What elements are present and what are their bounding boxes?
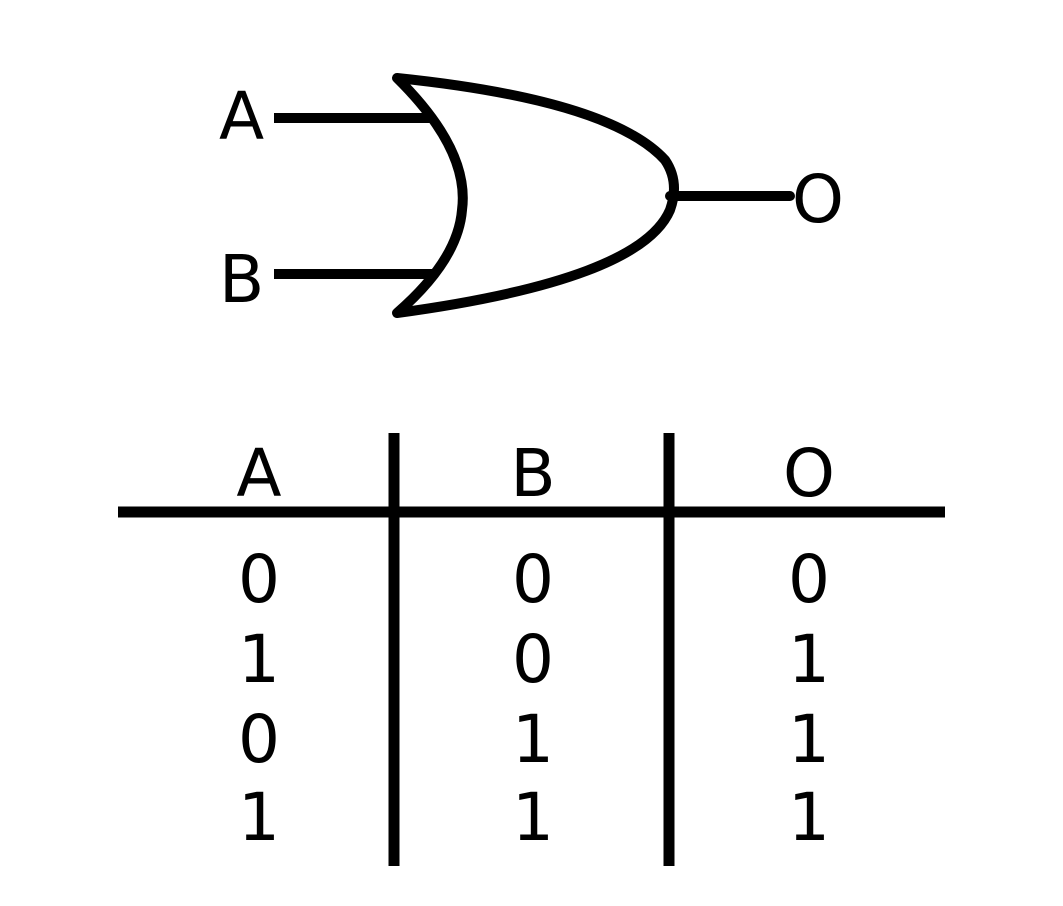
table-cell: 0 bbox=[512, 621, 554, 698]
table-cell: 1 bbox=[238, 621, 280, 698]
table-header-b: B bbox=[510, 435, 555, 512]
table-cell: 1 bbox=[512, 779, 554, 856]
table-header-a: A bbox=[236, 435, 281, 512]
output-label: O bbox=[792, 161, 844, 238]
table-cell: 0 bbox=[238, 701, 280, 778]
truth-table: A B O 0 0 0 1 0 1 0 1 1 1 1 1 bbox=[118, 433, 945, 866]
input-b-label: B bbox=[219, 241, 264, 318]
table-cell: 1 bbox=[788, 621, 830, 698]
table-cell: 0 bbox=[238, 541, 280, 618]
table-header-o: O bbox=[783, 435, 835, 512]
table-cell: 1 bbox=[238, 779, 280, 856]
table-cell: 1 bbox=[512, 701, 554, 778]
or-gate-symbol bbox=[274, 73, 795, 318]
table-cell: 1 bbox=[788, 701, 830, 778]
table-cell: 1 bbox=[788, 779, 830, 856]
or-gate-body bbox=[392, 73, 679, 318]
table-cell: 0 bbox=[788, 541, 830, 618]
table-cell: 0 bbox=[512, 541, 554, 618]
input-a-label: A bbox=[219, 78, 264, 155]
